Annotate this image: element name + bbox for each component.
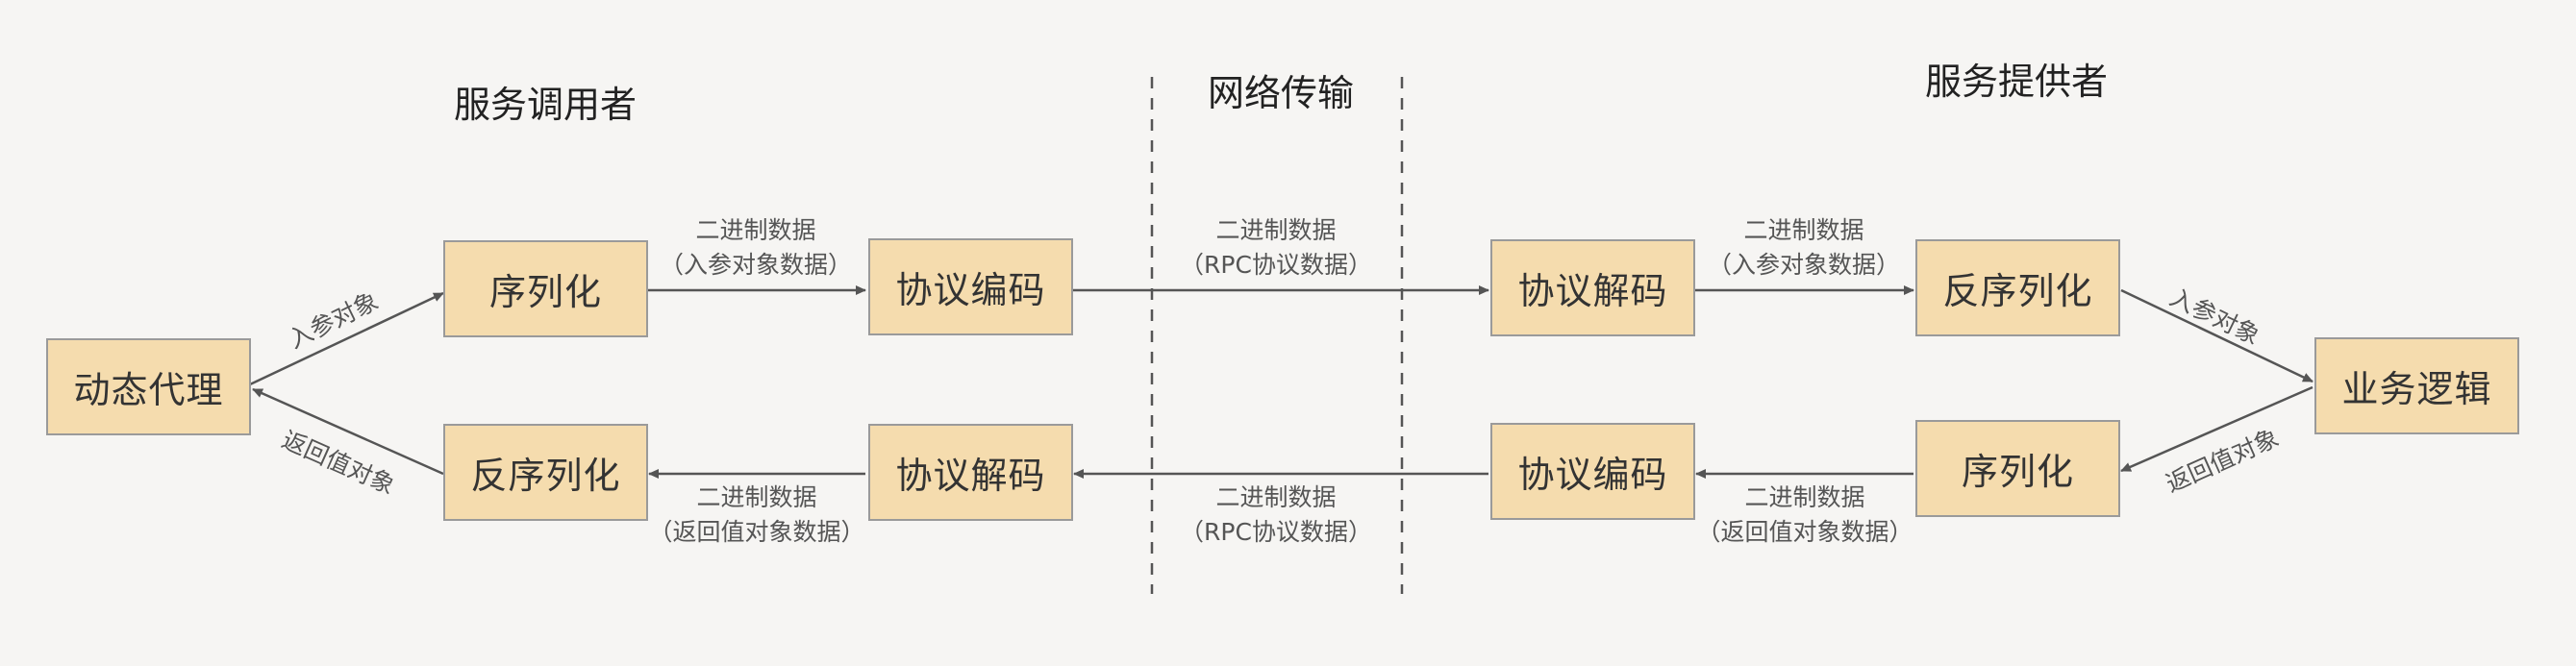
arrow-proxy-to-serialize — [249, 291, 444, 386]
node-provider-serialize: 序列化 — [1915, 420, 2120, 517]
label-return-value-data: （返回值对象数据） — [1696, 518, 1913, 546]
label-binary: 二进制数据 — [1743, 216, 1864, 244]
arrow-deserialize-to-business — [2120, 288, 2313, 383]
label-return-value-data: （返回值对象数据） — [648, 518, 865, 546]
label-rpc-data: （RPC协议数据） — [1180, 518, 1372, 546]
node-caller-deserialize: 反序列化 — [443, 424, 648, 521]
label-caller-request-binary: 二进制数据 （入参对象数据） — [660, 213, 852, 283]
arrow-business-to-serialize — [2120, 385, 2313, 473]
section-title-provider: 服务提供者 — [1924, 61, 2109, 103]
label-provider-response-binary: 二进制数据 （返回值对象数据） — [1692, 481, 1917, 550]
label-in-param-data: （入参对象数据） — [1708, 251, 1901, 279]
label-network-request-binary: 二进制数据 （RPC协议数据） — [1180, 213, 1372, 283]
arrow-deserialize-to-proxy — [252, 387, 444, 476]
section-title-caller: 服务调用者 — [453, 84, 638, 126]
label-binary: 二进制数据 — [1215, 216, 1337, 244]
node-dynamic-proxy: 动态代理 — [46, 338, 251, 435]
label-binary: 二进制数据 — [696, 483, 817, 511]
node-provider-deserialize: 反序列化 — [1915, 239, 2120, 336]
section-title-network: 网络传输 — [1207, 72, 1355, 114]
node-caller-protocol-decode: 协议解码 — [868, 424, 1073, 521]
node-provider-protocol-encode: 协议编码 — [1490, 423, 1695, 520]
node-caller-serialize: 序列化 — [443, 240, 648, 337]
label-provider-request-binary: 二进制数据 （入参对象数据） — [1708, 213, 1900, 283]
node-caller-protocol-encode: 协议编码 — [868, 238, 1073, 335]
label-binary: 二进制数据 — [1744, 483, 1865, 511]
node-provider-protocol-decode: 协议解码 — [1490, 239, 1695, 336]
label-caller-response-binary: 二进制数据 （返回值对象数据） — [644, 481, 869, 550]
label-in-param-data: （入参对象数据） — [660, 251, 853, 279]
label-binary: 二进制数据 — [695, 216, 816, 244]
label-network-response-binary: 二进制数据 （RPC协议数据） — [1180, 481, 1372, 550]
label-binary: 二进制数据 — [1215, 483, 1337, 511]
node-business-logic: 业务逻辑 — [2314, 337, 2519, 434]
label-rpc-data: （RPC协议数据） — [1180, 251, 1372, 279]
